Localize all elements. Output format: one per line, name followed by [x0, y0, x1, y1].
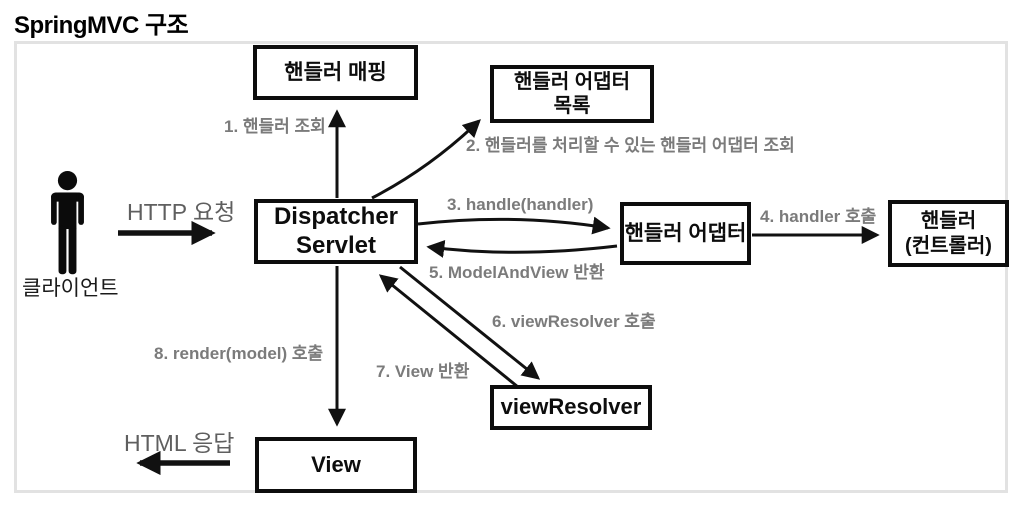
step-label-6: 6. viewResolver 호출: [492, 312, 656, 331]
step-label-7: 7. View 반환: [376, 362, 470, 381]
http-request-label: HTTP 요청: [127, 199, 236, 225]
step-label-3: 3. handle(handler): [447, 195, 594, 214]
handler-controller-label-line1: 핸들러: [920, 210, 977, 233]
step-label-4: 4. handler 호출: [760, 207, 877, 226]
view-label: View: [311, 451, 361, 477]
step-label-8: 8. render(model) 호출: [154, 344, 324, 363]
handler-adapter-list-label-line2: 목록: [553, 95, 591, 117]
dispatcher-servlet-box: Dispatcher Servlet: [254, 199, 418, 264]
handler-adapter-list-box: 핸들러 어댑터 목록: [490, 65, 654, 123]
view-box: View: [255, 437, 417, 493]
arrow-viewresolver-call: [399, 265, 541, 380]
dispatcher-servlet-label-line2: Servlet: [295, 231, 377, 259]
client-label: 클라이언트: [22, 277, 119, 300]
dispatcher-servlet-label-line1: Dispatcher: [273, 203, 399, 231]
person-icon: [51, 171, 84, 275]
page-title: SpringMVC 구조: [14, 12, 189, 39]
arrow-adapter-list-lookup: [371, 119, 481, 200]
handler-adapter-box: 핸들러 어댑터: [620, 202, 751, 265]
handler-controller-label-line2: (컨트롤러): [905, 234, 992, 257]
handler-controller-box: 핸들러 (컨트롤러): [888, 200, 1009, 267]
arrow-handle-call: [417, 216, 611, 235]
view-resolver-box: viewResolver: [490, 385, 652, 430]
step-label-2: 2. 핸들러를 처리할 수 있는 핸들러 어댑터 조회: [466, 136, 795, 155]
handler-mapping-label: 핸들러 매핑: [284, 60, 387, 84]
view-resolver-label: viewResolver: [500, 394, 642, 420]
arrow-view-return: [378, 274, 519, 389]
arrow-modelandview-return: [426, 240, 618, 258]
step-label-1: 1. 핸들러 조회: [224, 117, 326, 136]
html-response-label: HTML 응답: [124, 430, 235, 456]
handler-mapping-box: 핸들러 매핑: [253, 45, 418, 100]
step-label-5: 5. ModelAndView 반환: [429, 263, 605, 282]
handler-adapter-list-label-line1: 핸들러 어댑터: [514, 70, 630, 93]
handler-adapter-label: 핸들러 어댑터: [624, 221, 747, 245]
